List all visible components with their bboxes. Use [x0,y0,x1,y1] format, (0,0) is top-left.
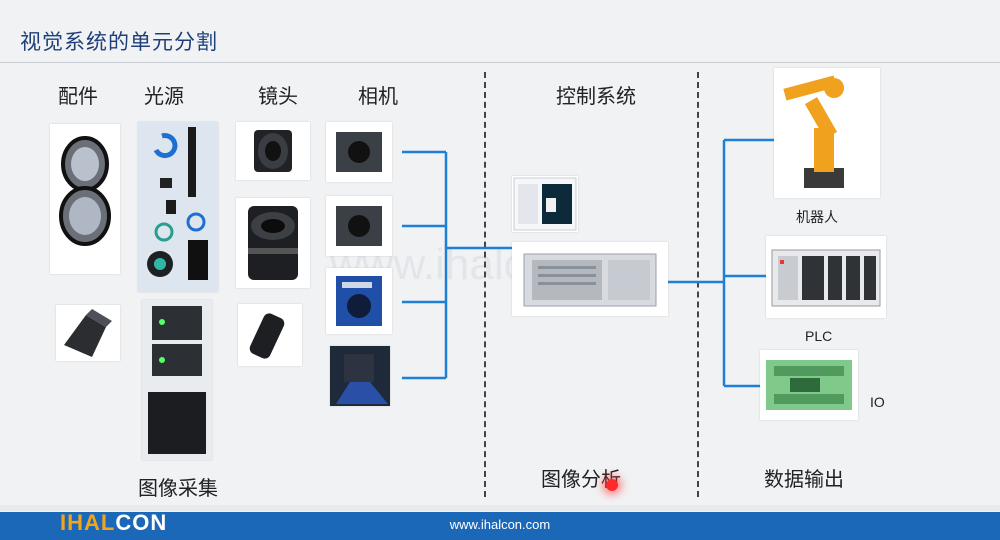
label-accessories: 配件 [58,84,98,108]
io-module-image [760,350,858,420]
pointer-dot [606,479,618,491]
camera-bracket-image [56,305,120,361]
logo-part1: IHAL [60,510,116,535]
label-camera: 相机 [358,84,398,108]
footer-bar [0,512,1000,540]
divider-analysis-output [697,72,699,497]
label-lens: 镜头 [258,84,298,108]
label-control-system: 控制系统 [556,84,636,108]
plc-image [766,236,886,318]
light-controllers-image [142,300,212,460]
camera-1-image [326,122,392,182]
analysis-screenshot-image [512,176,578,232]
lens-1-image [236,122,310,180]
footer-band [0,505,1000,511]
camera-2-image [326,196,392,256]
section-image-acquisition: 图像采集 [138,476,218,500]
lens-2-image [236,198,310,288]
industrial-pc-image [512,242,668,316]
label-light-source: 光源 [144,84,184,108]
title-bar: 视觉系统的单元分割 [0,0,1000,62]
label-plc: PLC [805,328,833,344]
logo-part2: CON [115,510,168,535]
camera-4-image [330,346,390,406]
robot-arm-image [774,68,880,198]
footer-url[interactable]: www.ihalcon.com [449,517,551,532]
ihalcon-logo: IHALCON [60,510,167,538]
page-title: 视觉系统的单元分割 [20,30,218,54]
divider-acquisition-analysis [484,72,486,497]
section-data-output: 数据输出 [764,467,844,491]
title-divider [0,62,1000,63]
label-io: IO [870,394,885,410]
filter-rings-image [50,124,120,274]
camera-3-image [326,268,392,334]
lens-3-image [238,304,302,366]
light-sources-image [138,122,218,292]
label-robot: 机器人 [796,209,838,225]
